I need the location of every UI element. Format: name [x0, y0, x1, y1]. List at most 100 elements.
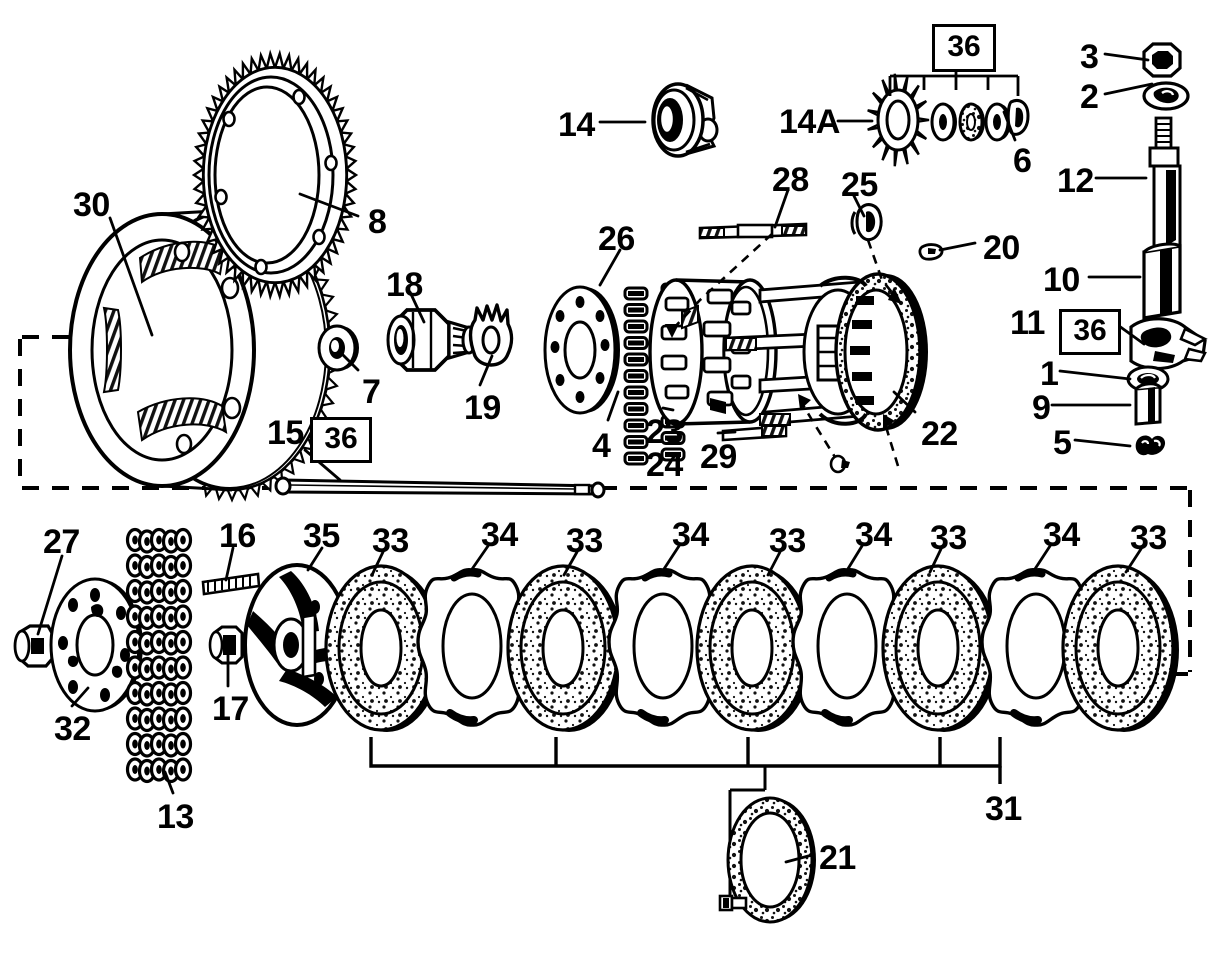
- part-27-nut: [13, 624, 54, 668]
- part-14a-star-washer: [867, 73, 930, 167]
- leader-lines: [36, 52, 1154, 864]
- part-2-lock-washer: [1142, 81, 1190, 111]
- leader-l34a: [468, 544, 490, 574]
- leader-l21: [784, 853, 814, 864]
- callout-33: 33: [1130, 519, 1167, 557]
- part-36-cluster-washers: [930, 99, 1030, 142]
- leader-l1: [1058, 369, 1132, 381]
- part-14-bearing-housing: [651, 82, 719, 158]
- leader-l8: [298, 192, 360, 218]
- leader-l29: [716, 430, 737, 435]
- callout-16: 16: [219, 517, 256, 555]
- leader-l22: [892, 390, 917, 414]
- callout-25: 25: [841, 166, 878, 204]
- callout-12: 12: [1057, 162, 1094, 200]
- callout-3: 3: [1080, 38, 1099, 76]
- callout-33: 33: [769, 522, 806, 560]
- callout-21: 21: [819, 839, 856, 877]
- leader-l33a: [370, 550, 385, 577]
- callout-31: 31: [985, 790, 1022, 828]
- callout-34: 34: [855, 516, 892, 554]
- leader-l33c: [766, 550, 782, 577]
- leader-l26: [598, 248, 622, 287]
- callout-33: 33: [372, 522, 409, 560]
- leader-l34c: [844, 544, 864, 574]
- part-25-spring-washer: [850, 203, 883, 242]
- callout-34: 34: [672, 516, 709, 554]
- leader-l34b: [660, 544, 681, 574]
- callout-34: 34: [481, 516, 518, 554]
- part-13-clutch-springs: [125, 527, 193, 784]
- callout-34: 34: [1043, 516, 1080, 554]
- part-small-pin: [829, 454, 850, 474]
- leader-l5: [1073, 438, 1132, 448]
- callout-5: 5: [1053, 424, 1072, 462]
- part-16-stud: [201, 572, 261, 596]
- part-33-lined-plate-5: [1061, 564, 1181, 734]
- part-29-rod: [721, 424, 788, 442]
- callout-18: 18: [386, 266, 423, 304]
- leader-l30: [108, 216, 154, 337]
- leader-l28: [773, 188, 790, 229]
- part-28-rod: [698, 222, 808, 240]
- part-21-bolt: [718, 894, 748, 912]
- part-17-nut: [208, 625, 244, 665]
- leader-l25: [851, 192, 866, 218]
- leader-l23: [661, 406, 675, 412]
- part-35-spring-plate: [243, 563, 351, 727]
- part-15-mainshaft: [274, 476, 606, 499]
- callout-11: 11: [1010, 304, 1045, 342]
- callout-32: 32: [54, 710, 91, 748]
- part-19-retainer-clip: [468, 303, 514, 367]
- part-20-key: [918, 243, 944, 261]
- part-6-washer: [1006, 99, 1030, 136]
- leader-l4: [606, 390, 620, 422]
- part-18-nut-assembly: [386, 308, 477, 372]
- part-9-bushing: [1134, 382, 1162, 426]
- leader-l33b: [562, 550, 579, 577]
- callout-6: 6: [1013, 142, 1032, 180]
- leader-l3: [1103, 52, 1150, 62]
- part-3-nut: [1142, 42, 1182, 78]
- leader-l6: [1002, 110, 1017, 142]
- leader-l18: [408, 290, 426, 324]
- leader-l33d: [928, 547, 943, 574]
- callout-28: 28: [772, 161, 809, 199]
- boxed-callout-36: 36: [310, 417, 372, 463]
- bracket-31: [369, 737, 1002, 784]
- leader-l35: [306, 546, 324, 572]
- callout-10: 10: [1043, 261, 1080, 299]
- callout-30: 30: [73, 186, 110, 224]
- callout-14: 14: [558, 106, 595, 144]
- callout-7: 7: [362, 373, 381, 411]
- part-21-lined-plate: [726, 796, 816, 924]
- arrowheads: [665, 287, 902, 429]
- callout-4: 4: [592, 427, 611, 465]
- leader-l20: [938, 241, 977, 252]
- part-26-backing-plate: [543, 285, 620, 415]
- callout-15: 15: [267, 414, 304, 452]
- callout-35: 35: [303, 517, 340, 555]
- part-8-sprocket: [191, 49, 359, 301]
- callout-24: 24: [646, 446, 683, 484]
- callout-23: 23: [646, 413, 683, 451]
- leader-l13: [163, 770, 175, 795]
- callout-19: 19: [464, 389, 501, 427]
- callout-14a: 14A: [779, 103, 840, 141]
- leader-l32: [70, 686, 90, 708]
- leader-l34d: [1031, 544, 1052, 574]
- leader-l27: [36, 554, 64, 636]
- part-32-pressure-plate: [49, 577, 143, 713]
- callout-22: 22: [921, 415, 958, 453]
- part-33-lined-plate-2: [506, 564, 626, 734]
- callout-8: 8: [368, 203, 387, 241]
- part-22-clutch-hub: [724, 272, 928, 432]
- callout-20: 20: [983, 229, 1020, 267]
- callout-29: 29: [700, 438, 737, 476]
- boxed-callout-36: 36: [1059, 309, 1121, 355]
- leader-l16: [224, 546, 235, 582]
- callout-13: 13: [157, 798, 194, 836]
- callout-2: 2: [1080, 78, 1099, 116]
- assembly-arrows: [671, 233, 900, 467]
